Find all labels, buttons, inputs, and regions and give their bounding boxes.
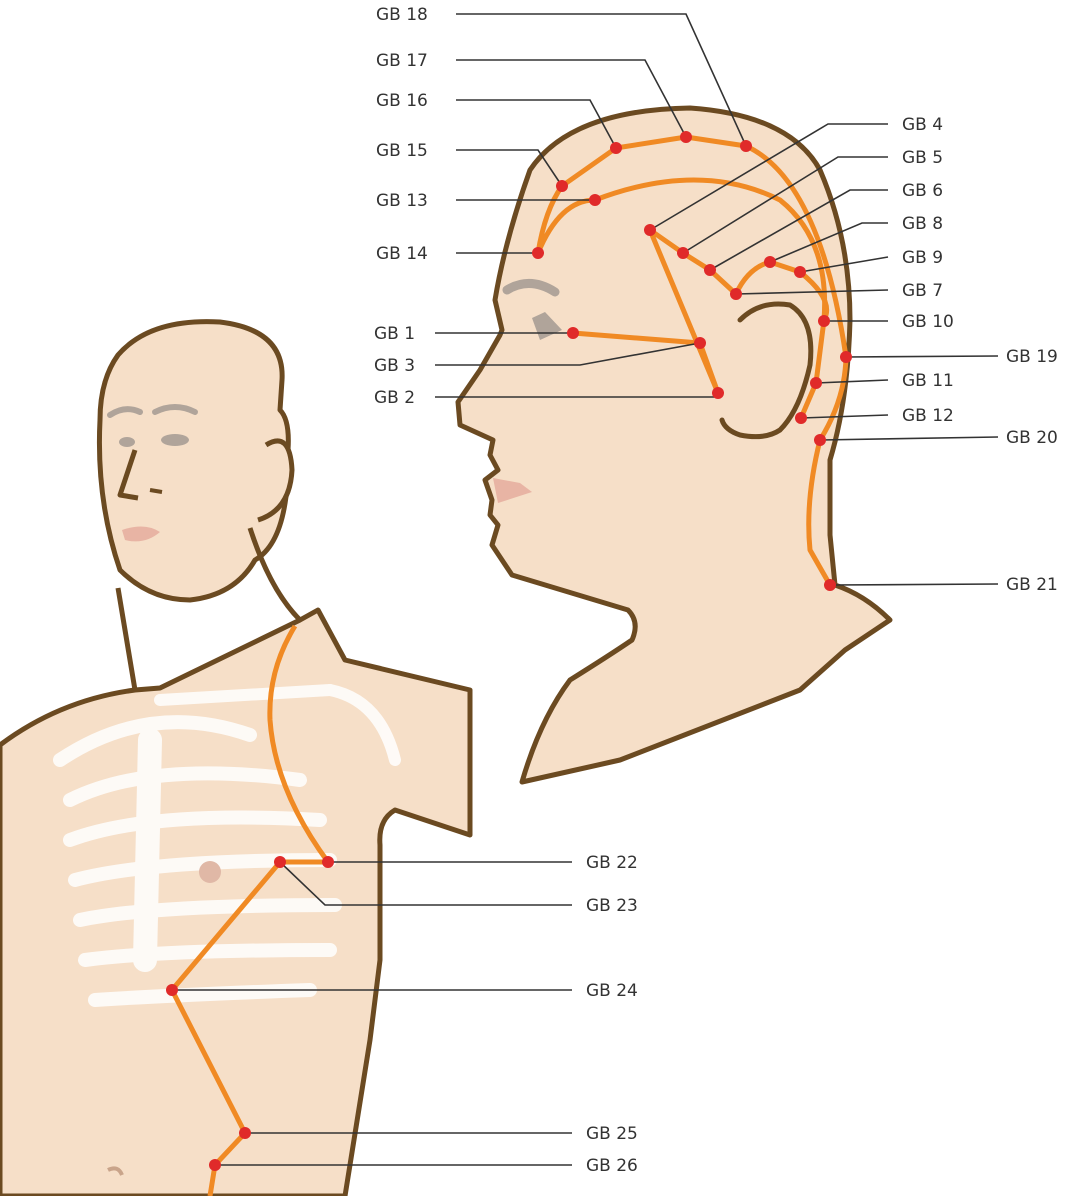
point-gb23 <box>274 856 286 868</box>
point-gb17 <box>680 131 692 143</box>
label-gb15: GB 15 <box>376 141 428 161</box>
point-gb2 <box>712 387 724 399</box>
label-gb23: GB 23 <box>586 896 638 916</box>
nipple <box>199 861 221 883</box>
label-gb11: GB 11 <box>902 371 954 391</box>
label-gb3: GB 3 <box>374 356 415 376</box>
point-gb1 <box>567 327 579 339</box>
label-gb18: GB 18 <box>376 5 428 25</box>
label-gb19: GB 19 <box>1006 347 1058 367</box>
point-gb9 <box>794 266 806 278</box>
point-gb13 <box>589 194 601 206</box>
point-gb7 <box>730 288 742 300</box>
point-gb14 <box>532 247 544 259</box>
label-gb14: GB 14 <box>376 244 428 264</box>
profile-head <box>458 108 890 782</box>
point-gb6 <box>704 264 716 276</box>
point-gb21 <box>824 579 836 591</box>
point-gb5 <box>677 247 689 259</box>
point-gb18 <box>740 140 752 152</box>
point-gb3 <box>694 337 706 349</box>
label-gb20: GB 20 <box>1006 428 1058 448</box>
label-gb8: GB 8 <box>902 214 943 234</box>
point-gb16 <box>610 142 622 154</box>
label-gb10: GB 10 <box>902 312 954 332</box>
point-gb12 <box>795 412 807 424</box>
front-eye-left <box>119 437 135 447</box>
point-gb4 <box>644 224 656 236</box>
label-gb26: GB 26 <box>586 1156 638 1176</box>
label-gb16: GB 16 <box>376 91 428 111</box>
label-gb22: GB 22 <box>586 853 638 873</box>
point-gb26 <box>209 1159 221 1171</box>
point-gb19 <box>840 351 852 363</box>
point-gb8 <box>764 256 776 268</box>
point-gb22 <box>322 856 334 868</box>
point-gb25 <box>239 1127 251 1139</box>
label-gb13: GB 13 <box>376 191 428 211</box>
label-gb2: GB 2 <box>374 388 415 408</box>
label-gb25: GB 25 <box>586 1124 638 1144</box>
profile-figure <box>458 108 890 782</box>
label-gb7: GB 7 <box>902 281 943 301</box>
label-gb5: GB 5 <box>902 148 943 168</box>
front-figure <box>0 322 470 1196</box>
point-gb11 <box>810 377 822 389</box>
point-gb24 <box>166 984 178 996</box>
front-eye-right <box>161 434 189 446</box>
label-gb21: GB 21 <box>1006 575 1058 595</box>
label-gb6: GB 6 <box>902 181 943 201</box>
label-gb9: GB 9 <box>902 248 943 268</box>
label-gb4: GB 4 <box>902 115 943 135</box>
front-nostril <box>150 490 162 492</box>
label-gb12: GB 12 <box>902 406 954 426</box>
point-gb15 <box>556 180 568 192</box>
label-gb24: GB 24 <box>586 981 638 1001</box>
point-gb20 <box>814 434 826 446</box>
label-gb1: GB 1 <box>374 324 415 344</box>
label-gb17: GB 17 <box>376 51 428 71</box>
point-gb10 <box>818 315 830 327</box>
